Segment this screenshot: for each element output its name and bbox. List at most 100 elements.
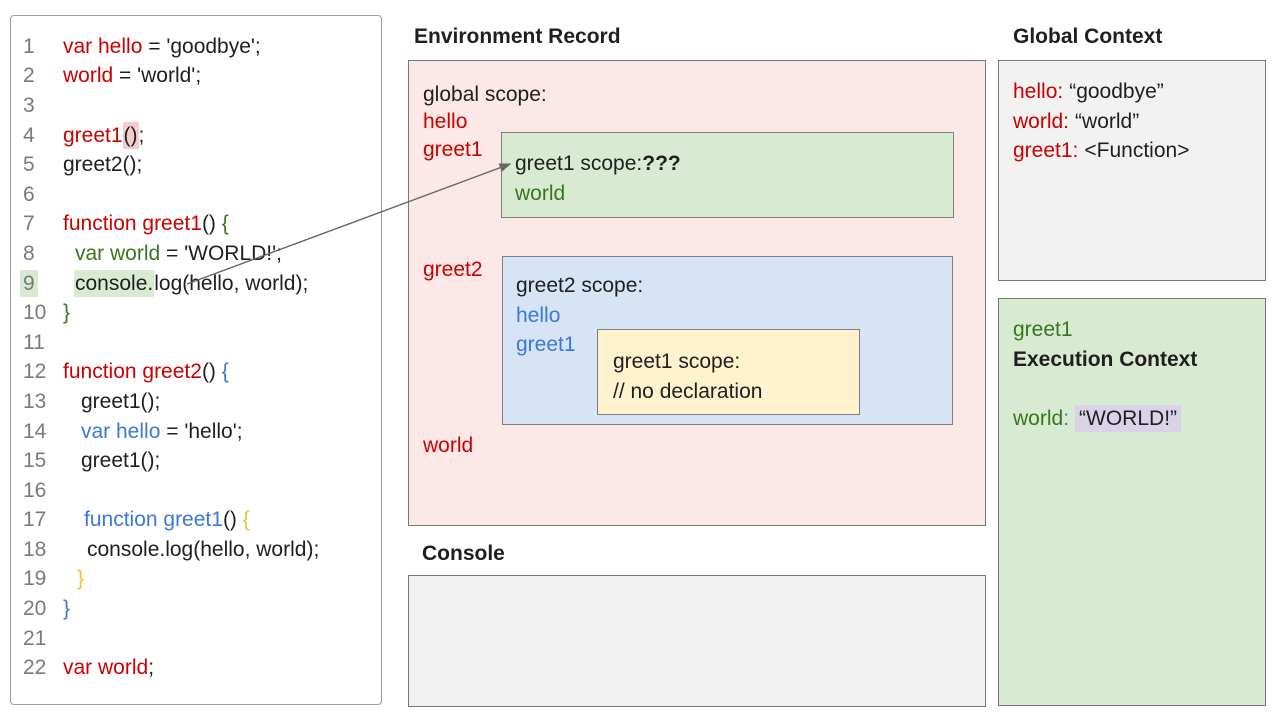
line-number: 12	[23, 360, 47, 384]
line-number: 15	[23, 449, 47, 473]
code-token: greet1();	[81, 389, 161, 413]
greet2-scope-box: greet2 scope: hello greet1 greet1 scope:…	[502, 256, 953, 425]
code-token: var world	[75, 241, 161, 265]
global-context-entry: greet1:<Function>	[1013, 136, 1265, 166]
code-token: ()	[122, 121, 139, 149]
code-token: = 'goodbye';	[142, 34, 261, 58]
global-context-entry: world:“world”	[1013, 107, 1265, 137]
global-context-title: Global Context	[1013, 25, 1163, 48]
code-token: = 'hello';	[160, 419, 243, 443]
code-line: 21	[11, 624, 381, 654]
greet1-scope-question: ???	[642, 152, 681, 175]
code-line: 20}	[11, 594, 381, 624]
line-number: 9	[20, 269, 63, 297]
line-number: 5	[23, 153, 35, 177]
greet1-scope-title-line: greet1 scope:???	[515, 149, 953, 179]
line-number: 2	[23, 64, 35, 88]
console-output-box	[408, 575, 986, 707]
line-number: 16	[23, 478, 47, 502]
code-line: 10}	[11, 298, 381, 328]
line-number: 7	[23, 212, 35, 236]
execution-context-fn: greet1	[1013, 318, 1073, 341]
code-token: var hello	[63, 34, 143, 58]
code-token: {	[221, 360, 229, 384]
console-title: Console	[422, 542, 505, 565]
inner-greet1-scope-title: greet1 scope:	[613, 350, 741, 373]
code-token: }	[63, 597, 71, 621]
global-context-entry: hello:“goodbye”	[1013, 77, 1265, 107]
code-line: 7 function greet1() {	[11, 210, 381, 240]
code-token: = 'WORLD!';	[160, 241, 282, 265]
code-token: var world	[63, 656, 149, 680]
global-var-world: world	[423, 434, 474, 457]
line-number: 8	[23, 241, 35, 265]
code-token: }	[77, 567, 85, 591]
code-token: ;	[148, 656, 155, 680]
line-number: 11	[23, 330, 45, 354]
code-line: 9 console.log(hello, world);	[11, 269, 381, 299]
code-token: = 'world';	[113, 64, 202, 88]
code-line: 18 console.log(hello, world);	[11, 535, 381, 565]
greet2-scope-var-greet1: greet1	[516, 333, 576, 356]
code-token: function greet1	[63, 212, 202, 236]
global-var-greet2: greet2	[423, 258, 483, 281]
entry-name: hello:	[1013, 80, 1064, 103]
code-line: 14 var hello = 'hello';	[11, 417, 381, 447]
code-token: ;	[138, 123, 145, 147]
line-number: 1	[23, 34, 35, 58]
exec-var-value: “WORLD!”	[1075, 404, 1182, 432]
code-token: log(hello, world);	[154, 271, 309, 295]
exec-colon: :	[1063, 406, 1070, 430]
code-token: ()	[201, 360, 222, 384]
code-token: {	[221, 212, 229, 236]
line-number: 6	[23, 182, 35, 206]
code-line: 1 var hello = 'goodbye';	[11, 32, 381, 62]
code-line: 6	[11, 180, 381, 210]
execution-context-binding: world:“WORLD!”	[1013, 404, 1265, 434]
line-number: 10	[23, 301, 47, 325]
greet1-scope-box: greet1 scope:??? world	[501, 132, 954, 218]
line-number: 18	[23, 537, 47, 561]
line-number: 19	[23, 567, 47, 591]
code-line: 4 greet1();	[11, 121, 381, 151]
global-var-hello: hello	[423, 110, 468, 133]
code-line: 8 var world = 'WORLD!';	[11, 239, 381, 269]
code-token: console.log(hello, world);	[87, 537, 320, 561]
code-token: console.	[74, 269, 155, 297]
global-var-greet1: greet1	[423, 138, 483, 161]
code-line: 3	[11, 91, 381, 121]
line-number: 3	[23, 93, 35, 117]
greet2-scope-title: greet2 scope:	[516, 274, 644, 297]
line-number: 4	[23, 123, 35, 147]
spacer-line	[1013, 374, 1265, 404]
inner-greet1-scope-comment: // no declaration	[613, 379, 763, 403]
code-token: {	[242, 508, 250, 532]
code-token: greet1	[63, 123, 123, 147]
entry-value: “world”	[1075, 109, 1140, 133]
environment-record-panel: global scope: hello greet1 greet2 world …	[408, 60, 986, 526]
execution-context-heading: Execution Context	[1013, 347, 1198, 371]
code-line: 19}	[11, 565, 381, 595]
entry-value: <Function>	[1084, 139, 1190, 162]
greet2-scope-var-hello: hello	[516, 303, 561, 327]
entry-value: “goodbye”	[1069, 80, 1164, 103]
code-token: ()	[222, 508, 243, 532]
code-token: ()	[201, 212, 222, 236]
line-number: 17	[23, 508, 47, 532]
code-token: var hello	[81, 419, 161, 443]
code-token: function greet2	[63, 360, 202, 384]
code-line: 16	[11, 476, 381, 506]
inner-greet1-scope-box: greet1 scope: // no declaration	[597, 329, 860, 415]
entry-name: world:	[1013, 109, 1070, 133]
line-number: 14	[23, 419, 47, 443]
code-line: 11	[11, 328, 381, 358]
